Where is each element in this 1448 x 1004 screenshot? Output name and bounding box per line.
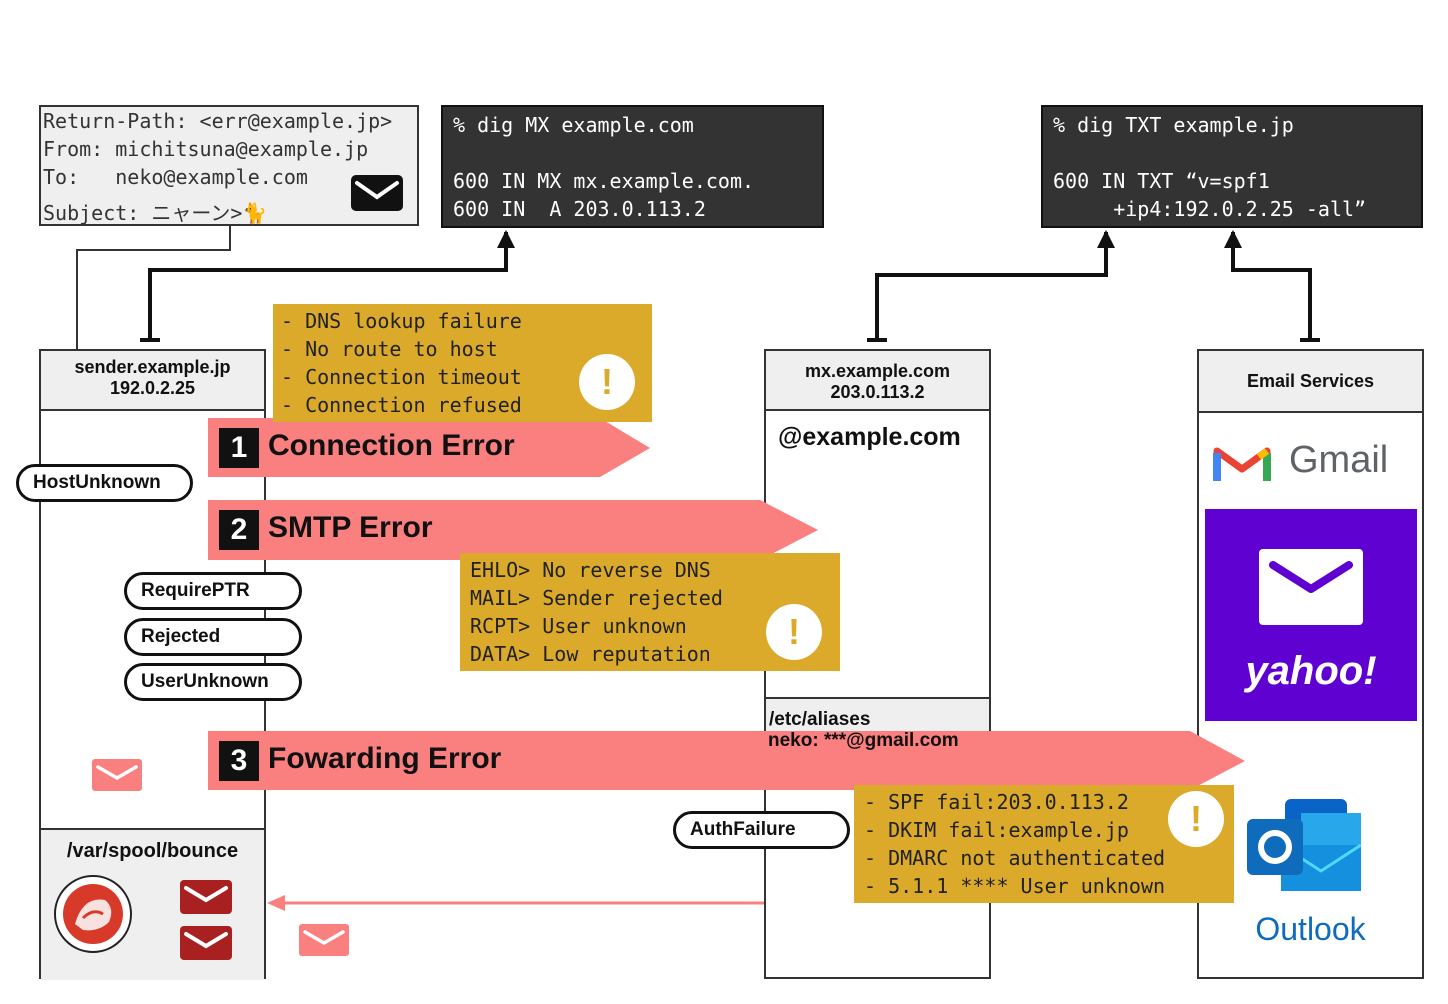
smtp-failure-note: EHLO> No reverse DNS MAIL> Sender reject… xyxy=(460,553,840,671)
mx-host: mx.example.com xyxy=(804,361,951,381)
warning-icon: ! xyxy=(766,604,822,660)
connection-note-line: - DNS lookup failure xyxy=(281,309,522,333)
smtp-note-line: MAIL> Sender rejected xyxy=(470,586,723,610)
subject-line: Subject: ニャーン>🐈 xyxy=(43,201,268,225)
mx-ip: 203.0.113.2 xyxy=(830,382,925,402)
sender-host: sender.example.jp xyxy=(74,357,231,377)
dig-txt-terminal: % dig TXT example.jp 600 IN TXT “v=spf1 … xyxy=(1041,105,1423,228)
services-header: Email Services xyxy=(1199,351,1422,413)
bounce-path-label: /var/spool/bounce xyxy=(66,840,239,862)
mx-to-dig-txt-line xyxy=(875,232,1108,340)
error-number-1: 1 xyxy=(219,428,259,468)
yahoo-label: yahoo! xyxy=(1245,649,1377,693)
forwarding-error-banner xyxy=(208,731,1245,790)
dig-mx-arrowhead xyxy=(497,230,515,248)
outlook-logo-icon xyxy=(1247,799,1361,891)
sender-header: sender.example.jp 192.0.2.25 xyxy=(41,351,264,411)
dig-txt-command: % dig TXT example.jp xyxy=(1053,113,1294,137)
reason-host-unknown: HostUnknown xyxy=(16,464,193,502)
bounced-mail-icon-2 xyxy=(180,926,232,960)
connection-error-label: Connection Error xyxy=(268,429,515,462)
connection-note-line: - No route to host xyxy=(281,337,498,361)
aliases-title: /etc/aliases xyxy=(769,709,871,730)
connection-error-banner xyxy=(208,418,650,477)
dig-txt-arrowhead-2 xyxy=(1224,230,1242,248)
error-number-2: 2 xyxy=(219,510,259,550)
forwarding-note-line: - 5.1.1 **** User unknown xyxy=(864,874,1166,898)
email-header-box: Return-Path: <err@example.jp> From: mich… xyxy=(39,105,419,226)
reason-rejected: Rejected xyxy=(124,618,302,656)
mx-header: mx.example.com 203.0.113.2 xyxy=(766,351,989,411)
sisimai-logo-icon xyxy=(54,875,132,953)
outlook-label: Outlook xyxy=(1255,911,1366,947)
bounce-spool-box: /var/spool/bounce xyxy=(41,828,264,980)
error-number-3: 3 xyxy=(219,741,259,781)
services-to-dig-txt-line xyxy=(1231,232,1312,340)
sender-ip: 192.0.2.25 xyxy=(109,378,196,398)
dig-mx-terminal: % dig MX example.com 600 IN MX mx.exampl… xyxy=(441,105,824,228)
warning-icon: ! xyxy=(579,354,635,410)
sender-to-dig-mx-line xyxy=(148,232,508,340)
mx-domain: @example.com xyxy=(778,423,961,451)
forwarding-note-line: - DKIM fail:example.jp xyxy=(864,818,1129,842)
dig-txt-line2: +ip4:192.0.2.25 -all” xyxy=(1053,197,1367,221)
to-line: To: neko@example.com xyxy=(43,165,308,189)
services-column: Email Services Gmail yahoo! Outlook xyxy=(1197,349,1424,979)
connection-failure-note: - DNS lookup failure - No route to host … xyxy=(273,304,652,422)
email-to-sender-line xyxy=(76,226,231,350)
smtp-note-line: DATA> Low reputation xyxy=(470,642,711,666)
return-path-line: Return-Path: <err@example.jp> xyxy=(43,109,393,133)
smtp-error-label: SMTP Error xyxy=(268,511,433,544)
reason-user-unknown: UserUnknown xyxy=(124,663,302,701)
gmail-label: Gmail xyxy=(1289,439,1389,481)
gmail-logo-icon xyxy=(1213,447,1271,481)
dig-mx-line2: 600 IN A 203.0.113.2 xyxy=(453,197,706,221)
forwarding-note-line: - SPF fail:203.0.113.2 xyxy=(864,790,1129,814)
bounced-mail-icon-1 xyxy=(180,880,232,914)
reason-require-ptr: RequirePTR xyxy=(124,572,302,610)
dig-txt-line1: 600 IN TXT “v=spf1 xyxy=(1053,169,1270,193)
forwarding-failure-note: - SPF fail:203.0.113.2 - DKIM fail:examp… xyxy=(854,785,1234,903)
warning-icon: ! xyxy=(1168,791,1224,847)
smtp-note-line: RCPT> User unknown xyxy=(470,614,687,638)
forwarding-error-label: Fowarding Error xyxy=(268,742,502,775)
mail-icon xyxy=(351,175,403,211)
dig-mx-line1: 600 IN MX mx.example.com. xyxy=(453,169,755,193)
connection-note-line: - Connection refused xyxy=(281,393,522,417)
smtp-error-banner xyxy=(208,500,818,560)
yahoo-logo: yahoo! xyxy=(1205,509,1417,721)
from-line: From: michitsuna@example.jp xyxy=(43,137,369,161)
forwarding-note-line: - DMARC not authenticated xyxy=(864,846,1166,870)
dig-mx-command: % dig MX example.com xyxy=(453,113,694,137)
aliases-entry: neko: ***@gmail.com xyxy=(768,730,959,751)
yahoo-envelope-icon xyxy=(1259,549,1363,625)
bounce-mail-icon xyxy=(92,759,142,791)
reason-auth-failure: AuthFailure xyxy=(673,811,850,849)
bounce-mail-icon xyxy=(299,924,349,956)
connection-note-line: - Connection timeout xyxy=(281,365,522,389)
dig-txt-arrowhead-1 xyxy=(1097,230,1115,248)
smtp-note-line: EHLO> No reverse DNS xyxy=(470,558,711,582)
